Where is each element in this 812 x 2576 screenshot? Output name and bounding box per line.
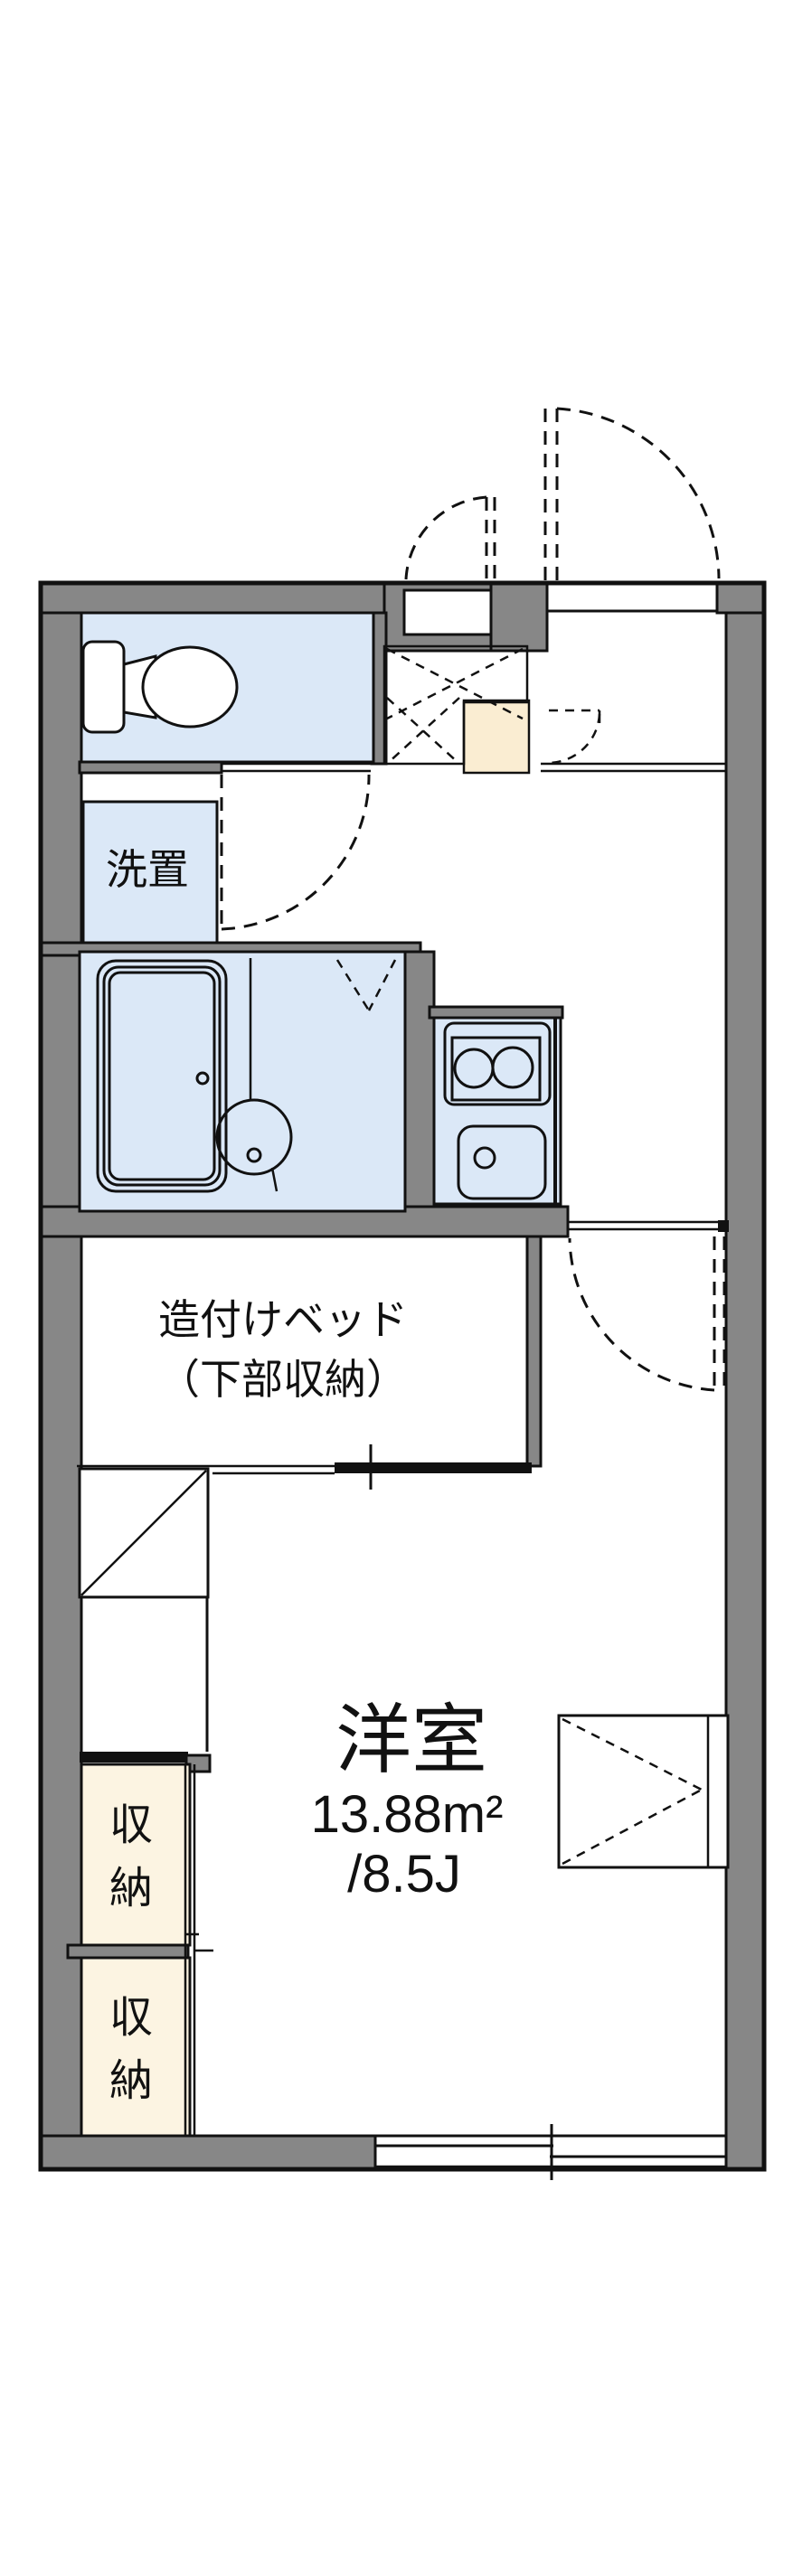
entry-area <box>382 609 726 773</box>
wall-cabinet-dash-2 <box>562 1788 703 1866</box>
stove-inner-panel <box>450 1036 542 1102</box>
bottom-window <box>375 2124 726 2180</box>
storage-closet-upper <box>80 1763 192 1947</box>
stove-panel <box>443 1021 552 1106</box>
wall-bed-right <box>525 1235 543 1468</box>
storage-lower-char2: 納 <box>109 2057 153 2105</box>
storage-lower-char1: 収 <box>109 1994 153 2042</box>
meter-box-niche <box>402 588 493 636</box>
kitchen-fixtures <box>443 1018 557 1204</box>
bath-door-fold-left <box>335 959 371 1011</box>
entry-closet-door-arc <box>548 713 601 765</box>
wall-kitchen-bar <box>428 1005 564 1020</box>
wall-bath-right <box>403 950 436 1213</box>
wall-right <box>724 581 766 2171</box>
bed-label-line2: （下部収納） <box>158 1356 408 1403</box>
bathtub-inner <box>108 971 216 1181</box>
bath-fixtures <box>96 958 397 1193</box>
shoe-cabinet-x4 <box>386 697 460 765</box>
entry-mat <box>462 699 531 775</box>
wall-bottom-left <box>39 2134 377 2171</box>
bed-label-line1: 造付けベッド <box>158 1296 408 1343</box>
bathtub-mid <box>102 965 222 1187</box>
bed-ladder-diagonal <box>80 1470 207 1596</box>
bathroom <box>78 950 407 1213</box>
toilet-bowl <box>141 645 239 729</box>
sink-drain <box>473 1146 496 1170</box>
washer-space <box>81 800 219 945</box>
door-swings <box>220 407 729 1392</box>
storage-closet-lower <box>80 1956 192 2138</box>
bathtub-outer <box>96 959 228 1193</box>
bed-front-wall <box>335 1462 532 1473</box>
bath-stool <box>215 1098 293 1176</box>
main-room-name: 洋室 <box>335 1697 487 1782</box>
labels: 洗置 造付けベッド （下部収納） 洋室 13.88m² /8.5J 収 納 収 … <box>106 846 503 2105</box>
wall-left <box>39 581 83 2171</box>
storage-upper-char1: 収 <box>109 1801 153 1849</box>
main-room-area-tatami: /8.5J <box>347 1845 461 1904</box>
toilet-fixture <box>81 640 239 734</box>
kitchen-sink <box>457 1124 547 1200</box>
wall-cabinet-box <box>557 1714 730 1869</box>
room-door-stop <box>718 1220 729 1232</box>
toilet-tank <box>81 640 126 734</box>
meterbox-door-swing-arc <box>404 495 487 580</box>
bed-and-left-column <box>77 1444 532 2136</box>
bath-drain <box>246 1147 262 1163</box>
wall-entry-post <box>489 581 549 653</box>
wall-top-right <box>715 581 766 615</box>
bathtub-handle <box>195 1071 210 1086</box>
shoe-cabinet-outline <box>382 644 529 766</box>
washroom-door-swing-arc <box>221 774 371 931</box>
wall-cabinet <box>557 1714 730 1869</box>
wall-toilet-bottom <box>78 760 223 775</box>
main-room-area-m2: 13.88m² <box>311 1785 504 1844</box>
storage-upper-char2: 納 <box>109 1865 153 1913</box>
wall-closet-divider <box>66 1943 190 1960</box>
room-floors <box>78 611 562 2138</box>
bath-drain-line <box>270 1167 279 1192</box>
building-outline <box>38 580 767 2172</box>
stove-burner-right <box>491 1046 534 1089</box>
wall-top-left <box>39 581 409 615</box>
laundry-label: 洗置 <box>106 846 189 893</box>
bed-step-divider <box>80 1752 188 1763</box>
entry-door-swing-arc <box>556 407 721 579</box>
room-door-swing-arc <box>568 1237 715 1392</box>
